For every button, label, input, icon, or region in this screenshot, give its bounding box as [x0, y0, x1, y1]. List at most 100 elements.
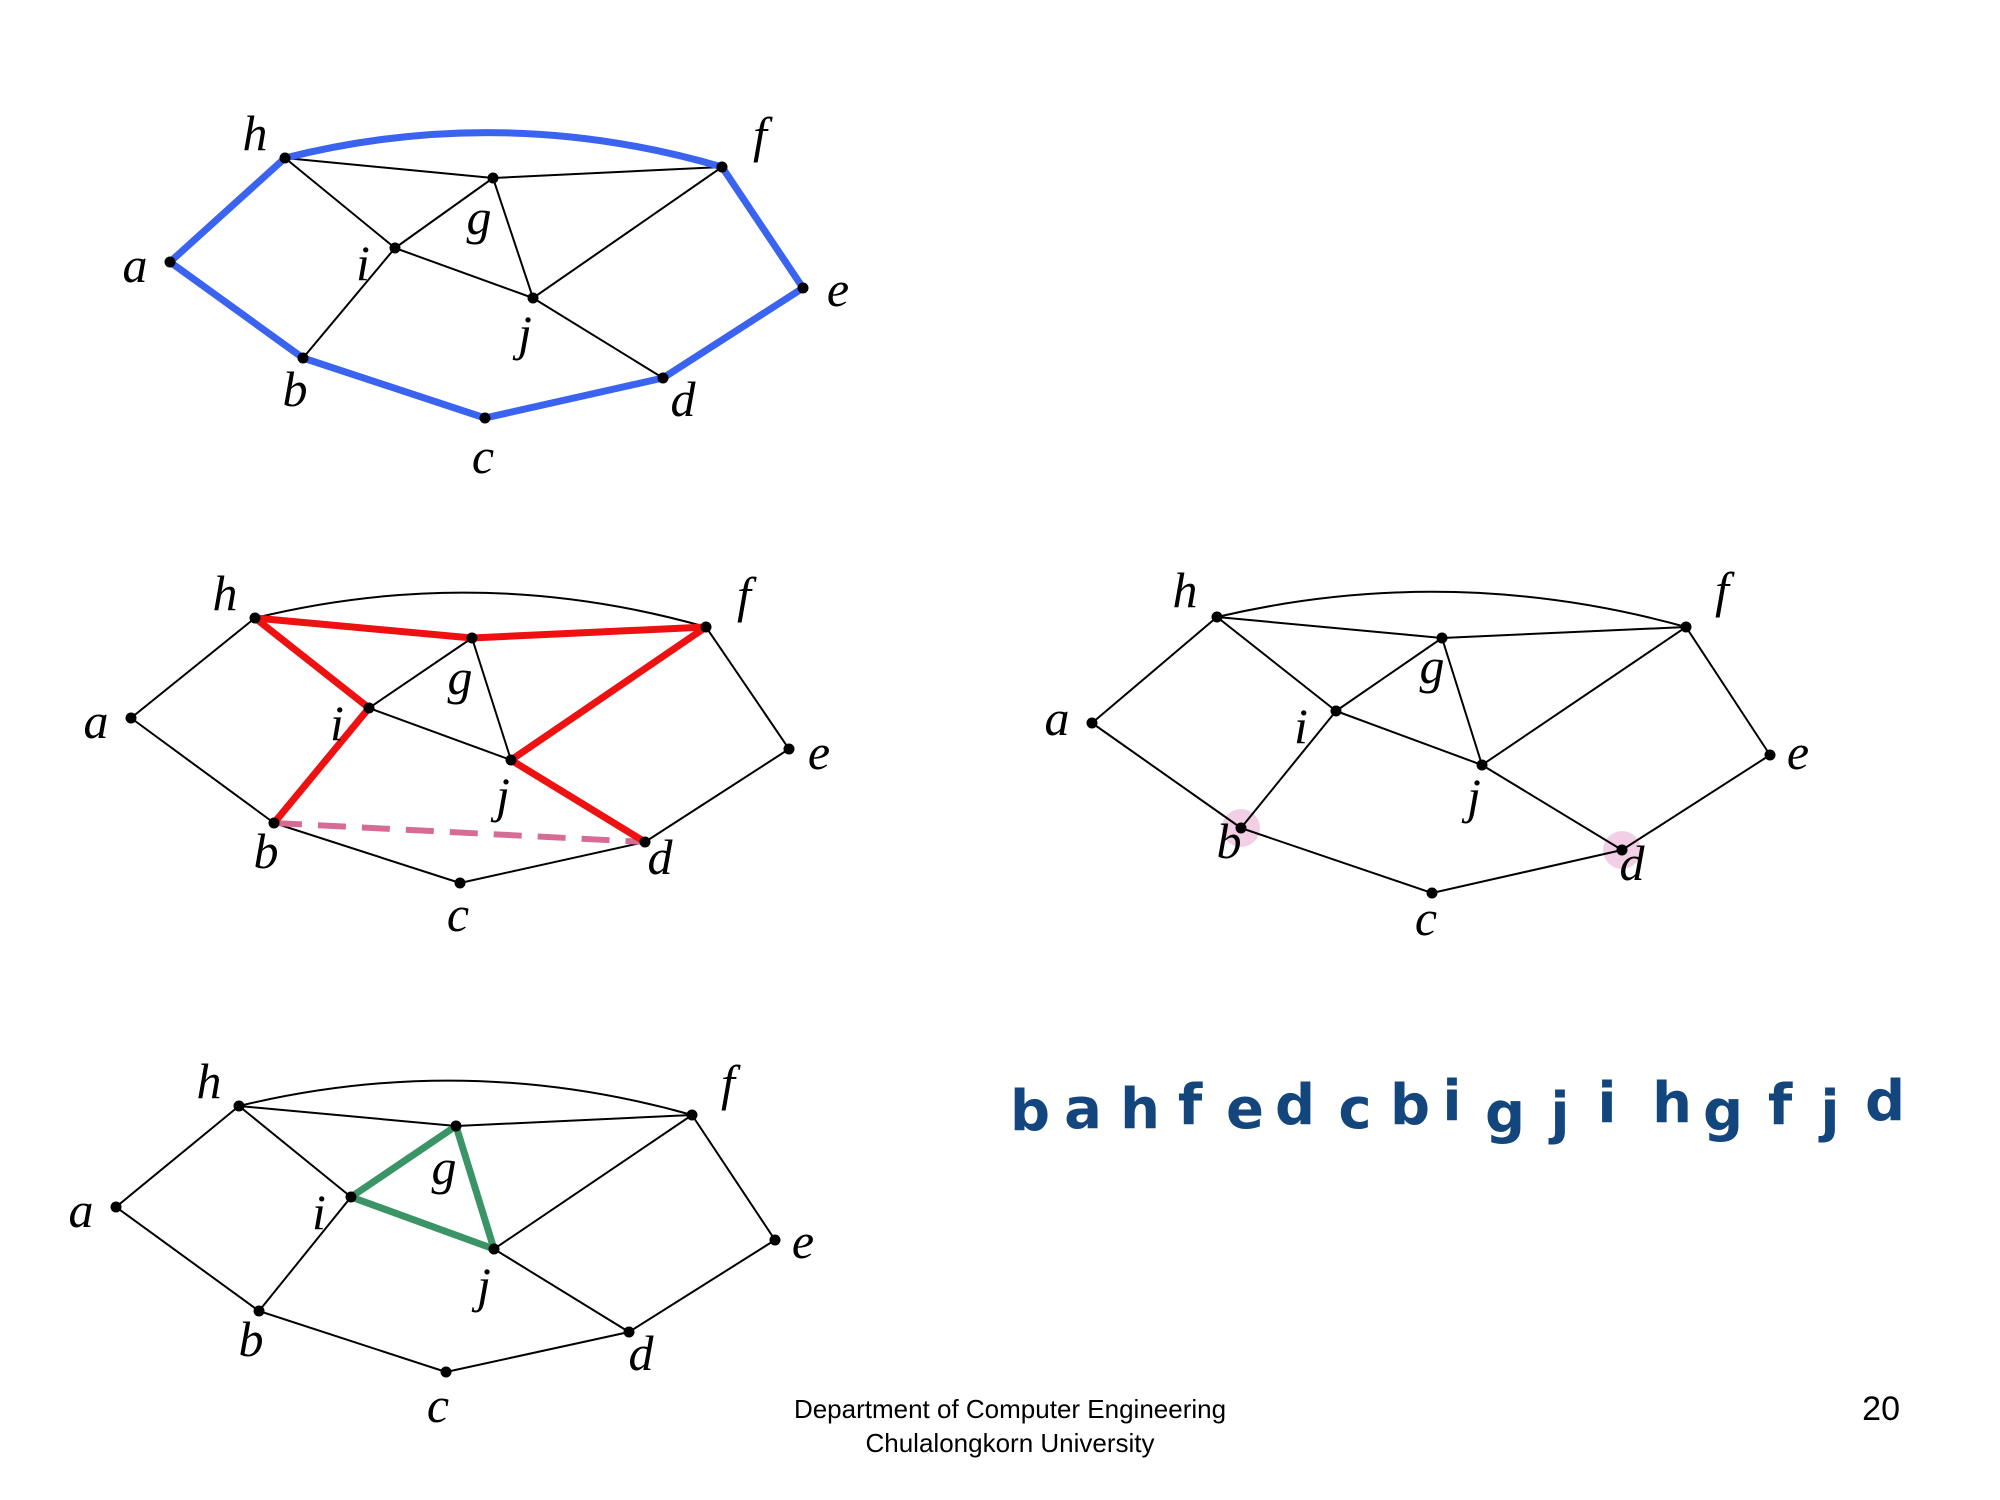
- vertex-j: [527, 292, 539, 304]
- edge-e-d: [628, 1239, 776, 1333]
- edge-g-f: [455, 1114, 693, 1127]
- sequence-letter: b: [1010, 1079, 1050, 1144]
- vertex-label-g: g: [1420, 638, 1445, 694]
- highlight-edge-d-c: [481, 374, 667, 422]
- vertex-b: [297, 352, 309, 364]
- vertex-a: [110, 1201, 122, 1213]
- vertex-h: [249, 612, 261, 624]
- dashed-edge-b-d: [273, 820, 646, 845]
- highlight-edge-h-f: [281, 129, 726, 171]
- sequence-letter: j: [1548, 1081, 1569, 1146]
- vertex-label-j: j: [471, 1257, 491, 1313]
- vertex-label-c: c: [1415, 890, 1437, 946]
- vertex-e: [797, 282, 809, 294]
- edge-h-f: [1216, 590, 1687, 628]
- vertex-g: [450, 1120, 462, 1132]
- edge-i-j: [394, 247, 534, 299]
- sequence-letter: j: [1818, 1079, 1839, 1144]
- vertex-label-j: j: [512, 305, 532, 361]
- edge-i-j: [368, 707, 512, 761]
- vertex-f: [700, 621, 712, 633]
- sequence-letter: g: [1703, 1079, 1743, 1144]
- vertex-label-d: d: [648, 829, 674, 885]
- vertex-j: [505, 754, 517, 766]
- edge-c-d: [1431, 849, 1623, 894]
- vertex-g: [1436, 632, 1448, 644]
- vertex-d: [657, 372, 669, 384]
- vertex-label-i: i: [312, 1184, 326, 1240]
- vertex-c: [479, 412, 491, 424]
- vertex-label-j: j: [1461, 768, 1481, 824]
- edge-a-h: [1091, 616, 1218, 724]
- sequence-letter: f: [1178, 1073, 1203, 1138]
- edge-c-d: [445, 1331, 630, 1373]
- edge-e-d: [644, 748, 790, 843]
- vertex-label-f: f: [753, 107, 773, 163]
- vertex-label-a: a: [1045, 690, 1070, 746]
- edge-f-e: [1685, 626, 1771, 756]
- vertex-i: [345, 1191, 357, 1203]
- vertex-j: [488, 1243, 500, 1255]
- highlight-edge-h-g: [251, 614, 476, 642]
- vertex-i: [363, 702, 375, 714]
- edge-j-d: [493, 1248, 630, 1333]
- vertex-g: [487, 172, 499, 184]
- vertex-a: [125, 712, 137, 724]
- vertex-label-f: f: [737, 567, 757, 623]
- edge-a-h: [130, 617, 256, 719]
- vertex-h: [279, 152, 291, 164]
- edge-h-f: [254, 591, 707, 628]
- footer: Department of Computer Engineering Chula…: [700, 1392, 1320, 1460]
- edge-i-b: [302, 247, 396, 359]
- vertex-j: [1476, 759, 1488, 771]
- sequence-letter: d: [1275, 1073, 1315, 1138]
- edge-a-h: [115, 1105, 240, 1208]
- edge-j-d: [532, 297, 664, 379]
- vertex-c: [1426, 887, 1438, 899]
- edge-h-g: [284, 157, 494, 179]
- highlight-edge-g-j: [452, 1122, 498, 1253]
- vertex-c: [440, 1366, 452, 1378]
- highlight-edge-b-a: [166, 258, 307, 362]
- edge-f-e: [691, 1114, 776, 1241]
- edge-h-f: [238, 1079, 693, 1116]
- vertex-label-i: i: [1294, 698, 1308, 754]
- edge-g-i: [394, 177, 494, 249]
- sequence-letter: a: [1064, 1077, 1102, 1142]
- vertex-d: [1616, 844, 1628, 856]
- edge-b-c: [1240, 827, 1433, 894]
- vertex-e: [1764, 749, 1776, 761]
- edge-a-b: [115, 1206, 260, 1312]
- edge-a-b: [1091, 722, 1242, 829]
- highlight-edge-a-h: [166, 154, 289, 266]
- sequence-letter: h: [1652, 1071, 1692, 1136]
- vertex-label-f: f: [1715, 562, 1735, 618]
- vertex-label-d: d: [1620, 835, 1646, 891]
- vertex-f: [1680, 621, 1692, 633]
- highlight-edge-i-g: [347, 1122, 460, 1201]
- edge-i-j: [1335, 710, 1483, 766]
- vertex-label-c: c: [447, 886, 469, 942]
- sequence-letter: g: [1485, 1081, 1525, 1146]
- vertex-label-e: e: [827, 261, 849, 317]
- sequence-letter: h: [1120, 1077, 1160, 1142]
- vertex-a: [164, 256, 176, 268]
- vertex-b: [253, 1305, 265, 1317]
- sequence-letter: f: [1768, 1073, 1793, 1138]
- vertex-h: [233, 1100, 245, 1112]
- sequence-letter: b: [1390, 1073, 1430, 1138]
- edge-f-j: [493, 1114, 693, 1250]
- edge-j-d: [1481, 764, 1623, 851]
- vertex-label-f: f: [721, 1055, 741, 1111]
- edge-f-j: [1481, 626, 1687, 766]
- vertex-label-c: c: [427, 1377, 449, 1433]
- vertex-label-a: a: [69, 1182, 94, 1238]
- vertex-c: [454, 877, 466, 889]
- highlight-edge-e-d: [659, 284, 807, 382]
- edge-h-g: [1216, 616, 1443, 639]
